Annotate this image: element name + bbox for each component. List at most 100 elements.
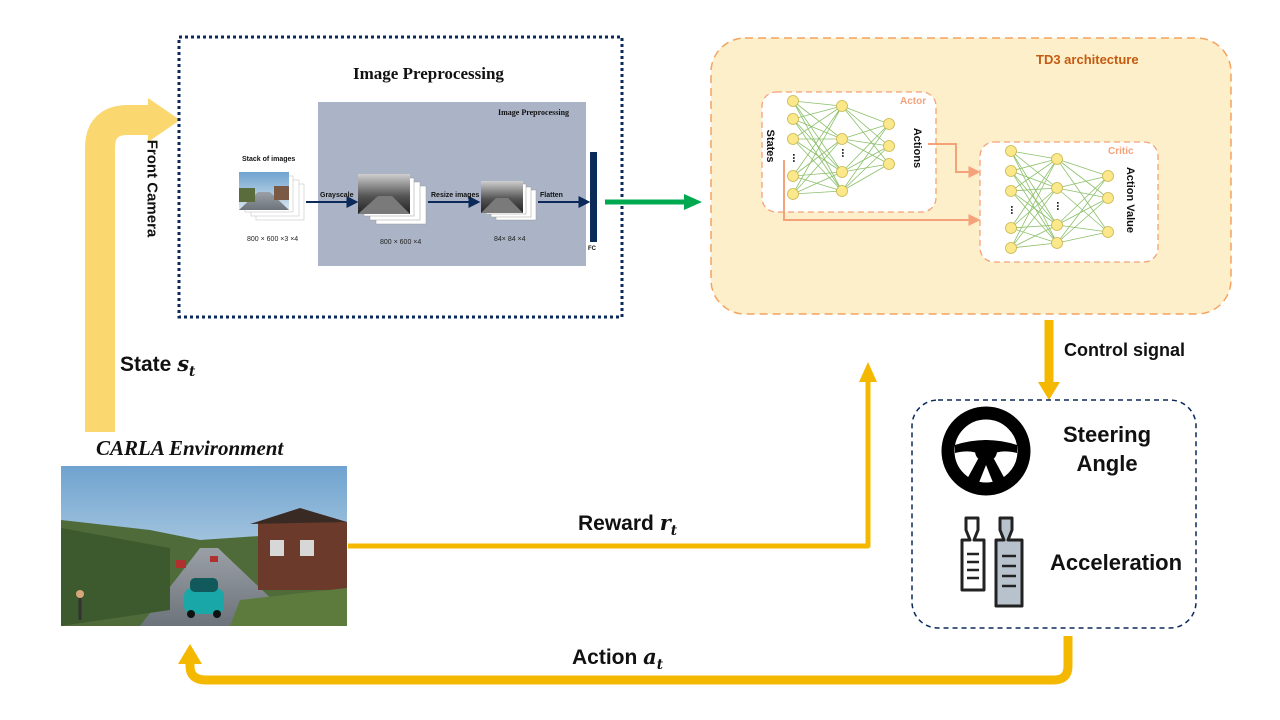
critic-node [1102,226,1114,238]
preprocessing-frame [177,35,624,319]
network-edge [792,175,843,192]
network-edge [792,171,843,177]
critic-node [1005,242,1017,254]
network-edge [1010,158,1058,172]
critic-node [1005,222,1017,234]
actor-node [836,185,848,197]
dim-grayscale-label: 800 × 600 ×4 [380,239,422,246]
network-edge [1010,170,1058,244]
critic-node [1005,185,1017,197]
network-edge [792,105,843,195]
actions-label: Actions [911,127,923,169]
network-edge [1056,175,1109,226]
critic-node [1051,153,1063,165]
actions-to-critic-arrow [928,143,981,178]
critic-label: Critic [1108,146,1134,157]
network-edge [841,105,890,125]
network-edge [841,105,890,147]
td3-title: TD3 architecture [1036,52,1139,67]
fc-label: FC [588,246,596,252]
dim-original-label: 800 × 600 ×3 ×4 [247,236,299,243]
actor-node [836,133,848,145]
network-edge [1056,197,1109,244]
ellipsis-marker: ... [1008,205,1020,214]
network-edge [792,100,843,173]
actor-node [836,100,848,112]
critic-node [1051,219,1063,231]
network-edge [841,145,890,173]
pedals-icon [960,516,1024,608]
reward-arrow [348,362,877,549]
steering-wheel-icon [941,406,1031,496]
network-edge [1010,227,1058,244]
actor-network: ...... [787,95,895,200]
network-edge [1056,231,1109,244]
network-edge [1056,175,1109,244]
network-edge [1010,158,1058,192]
network-edge [1010,150,1058,189]
network-edge [1056,158,1109,199]
steering-angle-label: Steering Angle [1048,420,1166,478]
network-edge [792,100,843,140]
steering-line1: Steering [1062,422,1152,447]
preprocessing-inner-title: Image Preprocessing [498,108,570,117]
network-edge [1010,242,1058,249]
actor-node [787,188,799,200]
network-edge [792,138,843,195]
network-edge [1056,158,1109,233]
network-edge [841,163,890,192]
network-edge [792,190,843,195]
color-image-stack [239,172,305,221]
states-to-critic-arrow [783,160,981,226]
network-edge [1056,158,1109,177]
network-edge [1010,190,1058,244]
state-label: State st [120,351,196,380]
network-edge [792,118,843,192]
network-edge [1056,175,1109,189]
network-edge [792,118,843,140]
network-edge [1010,170,1058,226]
network-edge [1010,187,1058,249]
critic-node [1102,192,1114,204]
action-arrow [178,636,1073,685]
environment-label: CARLA Environment [96,436,284,460]
resized-image-stack [481,181,537,221]
network-edge [841,123,890,173]
front-camera-label: Front Camera [143,139,161,238]
control-signal-label: Control signal [1064,340,1185,360]
resize-label: Resize images [431,192,480,199]
network-edge [841,123,890,192]
critic-network: ...... [1005,145,1114,254]
critic-node [1005,165,1017,177]
acceleration-label: Acceleration [1050,550,1183,575]
ellipsis-marker: ... [1054,201,1066,210]
reward-label: Reward rt [578,510,678,539]
network-edge [792,138,843,177]
ellipsis-marker: ... [790,153,802,162]
network-edge [1010,158,1058,249]
actor-node [787,170,799,182]
network-edge [1010,187,1058,192]
actor-node [787,113,799,125]
critic-node [1005,145,1017,157]
actor-node [787,95,799,107]
network-edge [841,138,890,165]
state-arrow [85,98,180,432]
network-edge [1056,224,1109,233]
ellipsis-marker: ... [839,148,851,157]
dim-resized-label: 84× 84 ×4 [494,236,526,243]
network-edge [1010,158,1058,229]
network-edge [1010,150,1058,160]
actor-node [883,140,895,152]
control-signal-arrow [1038,320,1060,400]
stack-of-images-label: Stack of images [242,156,296,163]
network-edge [841,138,890,147]
network-edge [792,105,843,120]
network-edge [1056,197,1109,226]
critic-node [1102,170,1114,182]
actor-label: Actor [900,96,927,107]
network-edge [1010,224,1058,229]
network-edge [1056,187,1109,199]
network-edge [841,105,890,165]
